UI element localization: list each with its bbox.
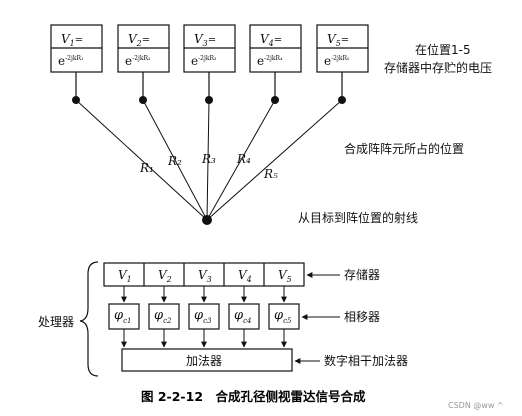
box-voltage-label: V1=: [61, 32, 83, 48]
storage-box-3: V3= e-2jkR₃: [183, 24, 236, 73]
processor-brace: [79, 261, 99, 377]
memory-cell-3: V3: [198, 268, 212, 284]
svg-text:φc2: φc2: [154, 308, 172, 325]
phaser-box-3: φc3: [188, 303, 220, 330]
ray-label-r1: R₁: [139, 161, 154, 175]
svg-text:φc3: φc3: [194, 308, 212, 325]
target-rays: [75, 99, 343, 221]
memory-cell-2: V2: [158, 268, 172, 284]
adder-label: 数字相干加法器: [324, 353, 408, 368]
storage-box-1: V1= e-2jkR₁: [50, 24, 103, 73]
svg-text:φc4: φc4: [234, 308, 251, 325]
ray-label-r4: R₄: [236, 152, 251, 166]
array-position-dot: [72, 96, 80, 104]
memory-label: 存储器: [344, 267, 380, 282]
adder-box: [121, 348, 293, 372]
storage-boxes-row: V1= e-2jkR₁ V2= e-2jkR₂ V3= e-2jkR₃ V4= …: [50, 24, 369, 73]
target-ray-caption: 从目标到阵位置的射线: [298, 210, 418, 225]
phaser-box-5: φc5: [268, 303, 300, 330]
box-voltage-label: V3=: [194, 32, 216, 48]
figure-caption: 图 2-2-12 合成孔径侧视雷达信号合成: [141, 389, 366, 404]
phaser-row: φc1 φc2 φc3 φc4 φc5: [108, 303, 300, 330]
array-position-dot: [338, 96, 346, 104]
ray-label-r3: R₃: [201, 152, 216, 166]
ray-labels: R₁ R₂ R₃ R₄ R₅: [139, 152, 278, 181]
array-position-dot: [271, 96, 279, 104]
memory-cell-1: V1: [118, 268, 132, 284]
stored-voltage-caption-line2: 存储器中存贮的电压: [384, 60, 492, 75]
memory-cell-5: V5: [278, 268, 292, 284]
array-position-dot: [139, 96, 147, 104]
phaser-box-4: φc4: [228, 303, 260, 330]
box-exponent-label: e-2jkR₂: [125, 54, 151, 68]
box-exponent-label: e-2jkR₃: [191, 54, 217, 68]
adder-text: 加法器: [186, 354, 222, 368]
ray-label-r2: R₂: [167, 154, 182, 168]
stored-voltage-caption-line1: 在位置1-5: [415, 42, 471, 57]
phaser-label: 相移器: [344, 310, 380, 324]
array-position-dot: [205, 96, 213, 104]
array-positions-caption: 合成阵阵元所占的位置: [344, 141, 464, 156]
target-point: [202, 215, 212, 225]
memory-cell-4: V4: [238, 268, 252, 284]
phaser-to-adder-arrows: [121, 329, 287, 348]
storage-box-5: V5= e-2jkR₅: [316, 24, 369, 73]
processor-label: 处理器: [38, 315, 74, 329]
box-voltage-label: V2=: [128, 32, 150, 48]
memory-to-phaser-arrows: [121, 286, 287, 303]
box-voltage-label: V4=: [260, 32, 282, 48]
phaser-box-2: φc2: [148, 303, 180, 330]
array-position-dots: [72, 96, 346, 225]
svg-text:φc5: φc5: [274, 308, 292, 325]
watermark: CSDN @ww ^: [448, 401, 504, 410]
storage-box-4: V4= e-2jkR₄: [249, 24, 302, 73]
box-exponent-label: e-2jkR₅: [324, 54, 350, 68]
phaser-box-1: φc1: [108, 303, 140, 330]
memory-row: V1 V2 V3 V4 V5: [103, 262, 305, 287]
box-exponent-label: e-2jkR₄: [257, 54, 283, 68]
box-voltage-label: V5=: [327, 32, 349, 48]
box-connectors: [75, 72, 343, 100]
ray-label-r5: R₅: [263, 167, 278, 181]
svg-text:φc1: φc1: [114, 308, 131, 325]
storage-box-2: V2= e-2jkR₂: [117, 24, 170, 73]
processor-section: 处理器 V1 V2 V3 V4 V5 存储器 φ: [38, 261, 408, 377]
box-exponent-label: e-2jkR₁: [58, 54, 83, 68]
